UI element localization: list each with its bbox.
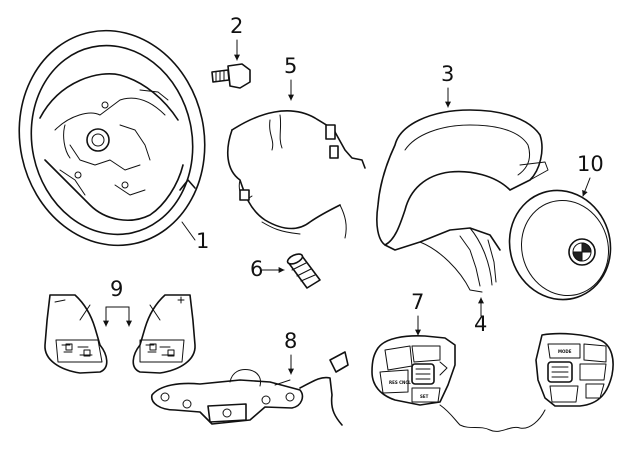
- connector-part: [286, 253, 321, 289]
- callout-9: 9: [110, 277, 124, 301]
- mode-label: MODE: [558, 349, 572, 354]
- res-cncl-label: RES CNCL: [389, 380, 411, 385]
- switch-module-part: [151, 351, 349, 426]
- callout-10: 10: [577, 152, 604, 176]
- steering-wheel-part: [18, 29, 206, 247]
- wiring-harness-part: [226, 110, 366, 239]
- callout-6: 6: [250, 257, 264, 281]
- switch-cable: [439, 404, 546, 432]
- trim-cover-part: [376, 109, 549, 293]
- airbag-part: [508, 189, 612, 301]
- leader-line-1: [181, 221, 196, 241]
- leader-line-10: [582, 177, 591, 197]
- callout-5: 5: [284, 54, 298, 78]
- callout-2: 2: [230, 14, 244, 38]
- callout-1: 1: [196, 229, 210, 253]
- bolt-part: [211, 63, 251, 89]
- multifunction-switch-left-part: RES CNCL SET: [371, 335, 456, 406]
- callout-4: 4: [474, 312, 488, 336]
- callout-3: 3: [441, 62, 455, 86]
- multifunction-switch-right-part: MODE: [535, 332, 614, 407]
- callout-7: 7: [411, 290, 425, 314]
- set-label: SET: [420, 394, 429, 399]
- callout-8: 8: [284, 329, 298, 353]
- paddle-shifter-right-part: [132, 294, 196, 374]
- paddle-shifter-left-part: [44, 294, 108, 374]
